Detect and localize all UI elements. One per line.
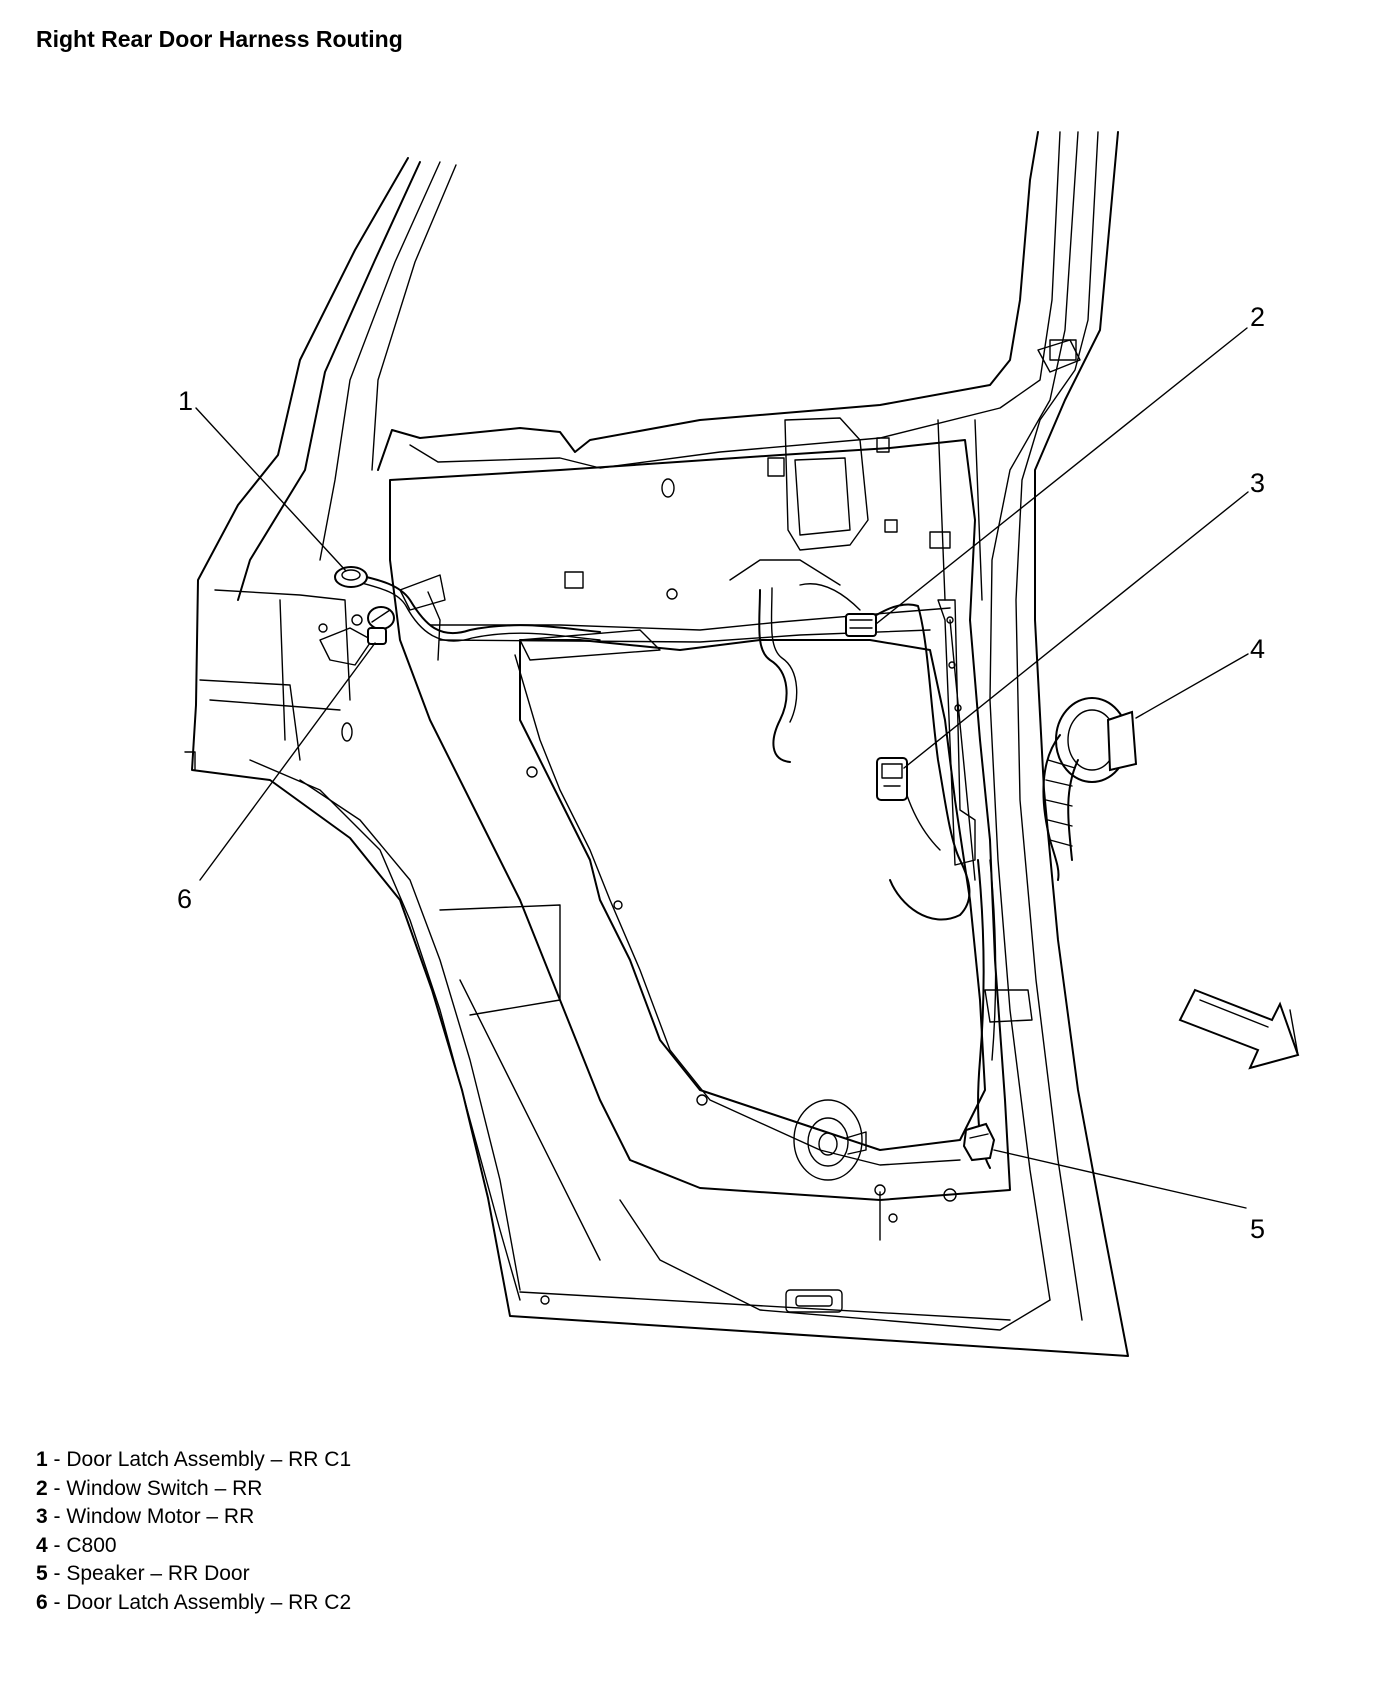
connector-2 (845, 613, 877, 637)
door-frame (191, 131, 1129, 1357)
legend-item-5: 5 - Speaker – RR Door (36, 1562, 250, 1585)
leader-line-1 (195, 407, 347, 572)
wire-harness (357, 559, 997, 1169)
door-harness-diagram: 1 2 3 4 5 6 (177, 131, 1300, 1357)
connector-5 (962, 1122, 996, 1162)
connector-6 (367, 606, 395, 645)
leader-lines (195, 327, 1249, 1209)
direction-arrow-icon (1178, 988, 1300, 1070)
inner-panel (184, 339, 1077, 1313)
legend-item-1: 1 - Door Latch Assembly – RR C1 (36, 1448, 352, 1471)
connectors (334, 566, 1138, 1162)
leader-line-6 (199, 642, 376, 881)
callout-1: 1 (178, 386, 193, 416)
callout-2: 2 (1250, 302, 1265, 332)
legend-item-2: 2 - Window Switch – RR (36, 1476, 263, 1500)
leader-line-4 (1135, 653, 1249, 719)
callout-4: 4 (1250, 634, 1265, 664)
legend: 1 - Door Latch Assembly – RR C1 2 - Wind… (36, 1446, 351, 1617)
connector-1 (334, 566, 368, 588)
callout-5: 5 (1250, 1214, 1265, 1244)
callout-6: 6 (177, 884, 192, 914)
leader-line-3 (903, 491, 1249, 769)
leader-line-2 (875, 327, 1248, 625)
callout-3: 3 (1250, 468, 1265, 498)
connector-4 (1042, 697, 1138, 881)
legend-item-4: 4 - C800 (36, 1533, 117, 1557)
callout-numbers: 1 2 3 4 5 6 (177, 302, 1265, 1244)
legend-item-6: 6 - Door Latch Assembly – RR C2 (36, 1590, 352, 1614)
diagram-title: Right Rear Door Harness Routing (36, 26, 403, 52)
legend-item-3: 3 - Window Motor – RR (36, 1505, 255, 1528)
leader-line-5 (993, 1149, 1247, 1209)
connector-3 (876, 757, 908, 801)
